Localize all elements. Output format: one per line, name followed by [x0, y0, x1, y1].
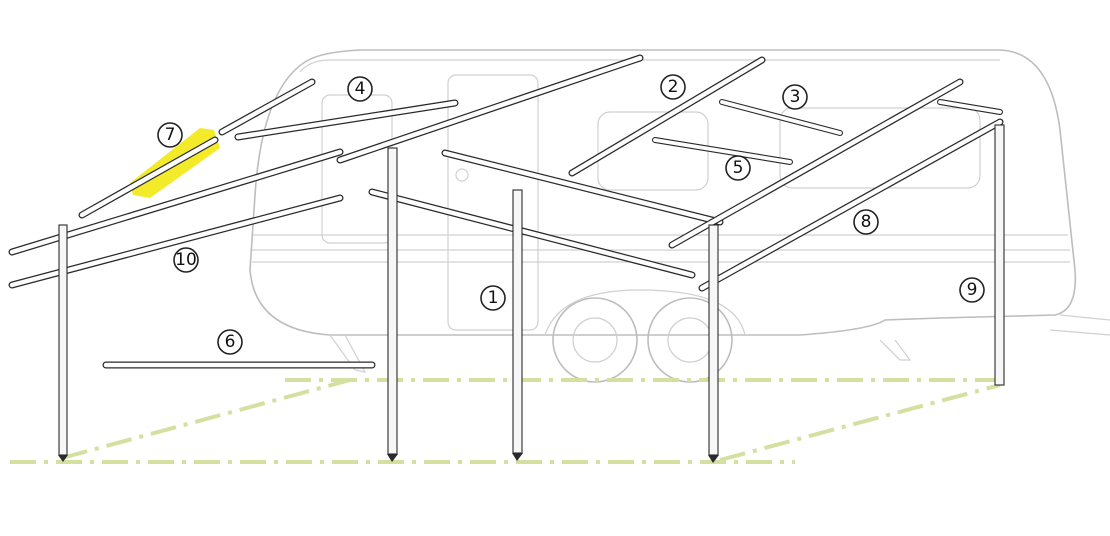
caravan-outline [249, 49, 1110, 383]
svg-text:10: 10 [175, 250, 197, 270]
svg-text:8: 8 [861, 212, 872, 232]
svg-text:6: 6 [225, 332, 236, 352]
ground-line [10, 378, 1001, 464]
callout-2: 2 [660, 74, 686, 100]
callout-8: 8 [853, 209, 879, 235]
svg-text:5: 5 [733, 158, 744, 178]
svg-text:9: 9 [967, 280, 978, 300]
callout-4: 4 [347, 76, 373, 102]
svg-text:1: 1 [488, 288, 499, 308]
svg-text:2: 2 [668, 77, 679, 97]
callout-3: 3 [782, 84, 808, 110]
svg-text:3: 3 [790, 87, 801, 107]
callout-5: 5 [725, 155, 751, 181]
callout-6: 6 [217, 329, 243, 355]
svg-text:7: 7 [165, 125, 176, 145]
frame-poles [8, 54, 1004, 369]
upright-legs [58, 124, 1005, 463]
callout-1: 1 [480, 285, 506, 311]
callout-9: 9 [959, 277, 985, 303]
callout-10: 10 [173, 247, 199, 273]
callout-7: 7 [157, 122, 183, 148]
svg-text:4: 4 [355, 79, 366, 99]
